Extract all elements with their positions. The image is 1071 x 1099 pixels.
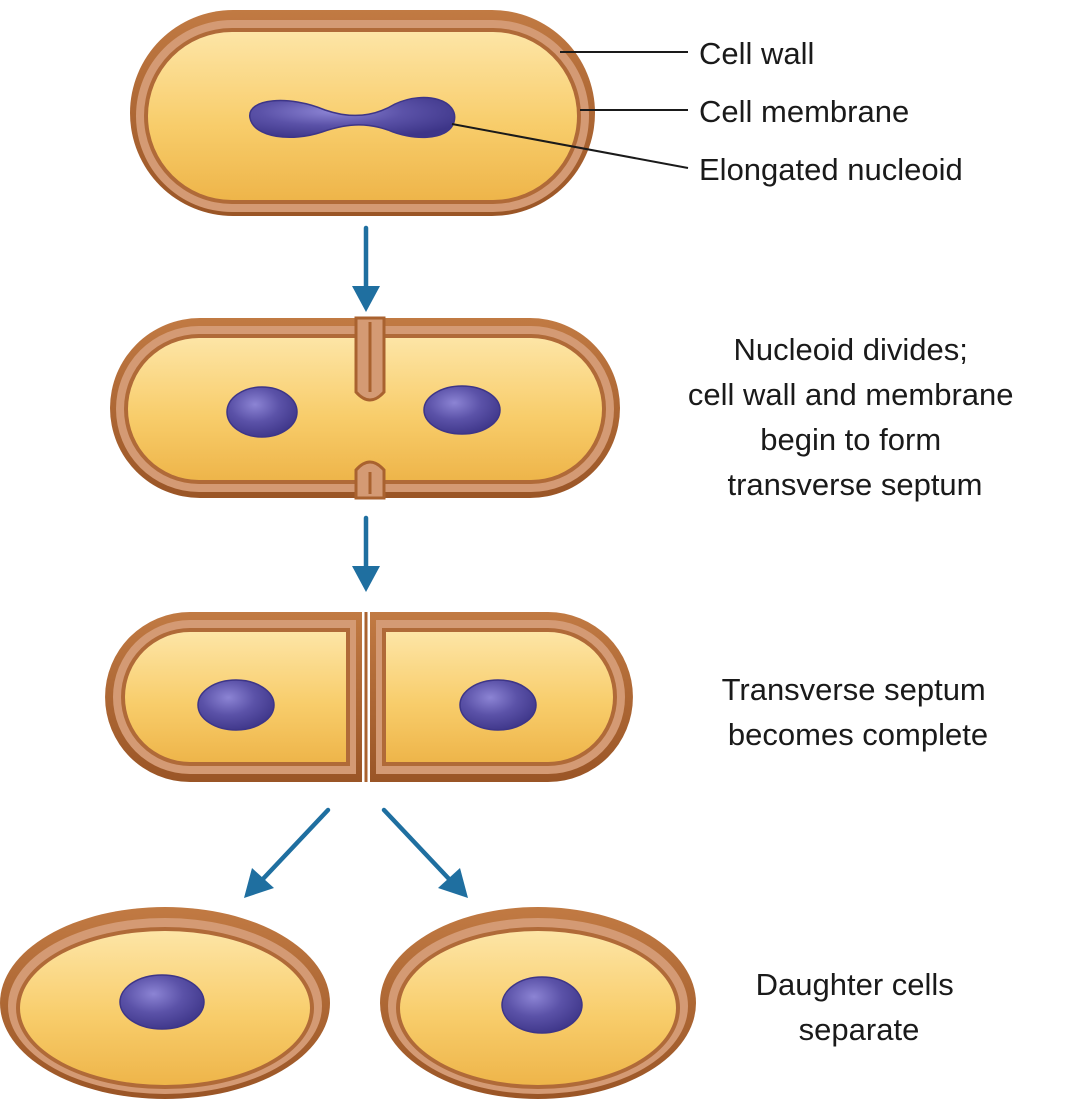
daughter-cell-left [0,907,330,1099]
step-3-line-2: separate [799,1012,920,1047]
step-3-caption: Daughter cells separate [756,967,963,1047]
arrow-down-icon [352,228,380,312]
cell-stage-3 [105,612,633,782]
arrow-down-right-icon [384,810,468,898]
nucleoid-left [227,387,297,437]
arrow-down-left-icon [244,810,328,898]
cell-membrane-label: Cell membrane [699,94,909,129]
step-1-line-1: Nucleoid divides; [734,332,968,367]
arrow-down-icon [352,518,380,592]
step-3-line-1: Daughter cells [756,967,954,1002]
nucleoid [502,977,582,1033]
step-1-line-4: transverse septum [728,467,983,502]
step-1-line-3: begin to form [760,422,941,457]
cell-stage-1 [130,10,595,216]
elongated-nucleoid-label: Elongated nucleoid [699,152,963,187]
step-2-line-1: Transverse septum [722,672,986,707]
nucleoid-right [460,680,536,730]
nucleoid-right [424,386,500,434]
label-cell-wall: Cell wall [560,36,814,71]
step-1-line-2: cell wall and membrane [688,377,1014,412]
step-1-caption: Nucleoid divides; cell wall and membrane… [688,332,1022,502]
nucleoid-left [198,680,274,730]
step-2-caption: Transverse septum becomes complete [722,672,995,752]
daughter-cell-right [380,907,696,1099]
nucleoid [120,975,204,1029]
cell-wall-label: Cell wall [699,36,814,71]
step-2-line-2: becomes complete [728,717,988,752]
cell-stage-2 [110,318,620,498]
label-cell-membrane: Cell membrane [580,94,909,129]
